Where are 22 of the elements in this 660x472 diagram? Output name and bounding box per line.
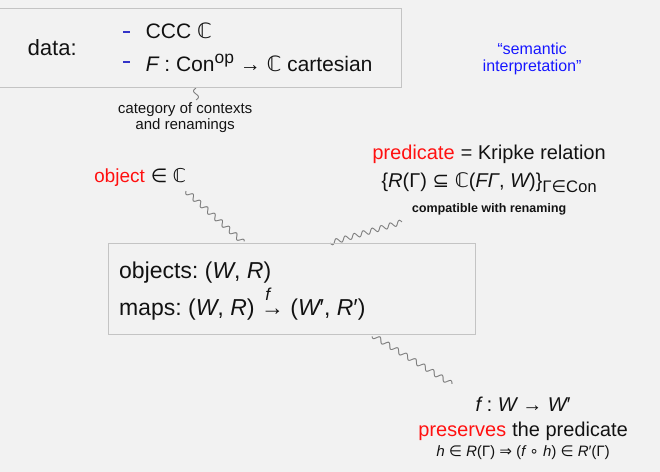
node-text: category of contexts and renamings (116, 100, 254, 134)
wavy-leader-line (192, 88, 200, 100)
node-text: predicate (372, 142, 455, 164)
node-text: {R(Γ) ⊆ ℂ(FΓ, W)}$_{Γ∈Con}$ (381, 170, 597, 196)
node-text: f : W → W′ (476, 394, 570, 416)
node-text: = Kripke relation (460, 142, 606, 164)
wavy-leader-line (372, 336, 452, 384)
node-text: objects: (W, R) (119, 258, 272, 284)
node-text: h ∈ R(Γ) ⇒ (f ∘ h) ∈ R′(Γ) (436, 444, 610, 460)
definition-box (108, 243, 476, 335)
node-text: ∈ ℂ (150, 166, 186, 188)
node-text: compatible with renaming (412, 202, 566, 216)
node-text: preserves (418, 418, 506, 441)
wavy-leader-line (185, 190, 245, 242)
bullet-item: CCC ℂ (122, 20, 212, 44)
wavy-leader-line (330, 220, 402, 246)
note-text: “semantic interpretation” (482, 42, 582, 76)
bullet-item: F : Con$^{op}$ → ℂ cartesian (122, 48, 372, 76)
node-text: object (94, 166, 145, 188)
node-text: the predicate (512, 418, 628, 441)
node-text: data: (28, 36, 77, 60)
definition-box (0, 8, 402, 88)
